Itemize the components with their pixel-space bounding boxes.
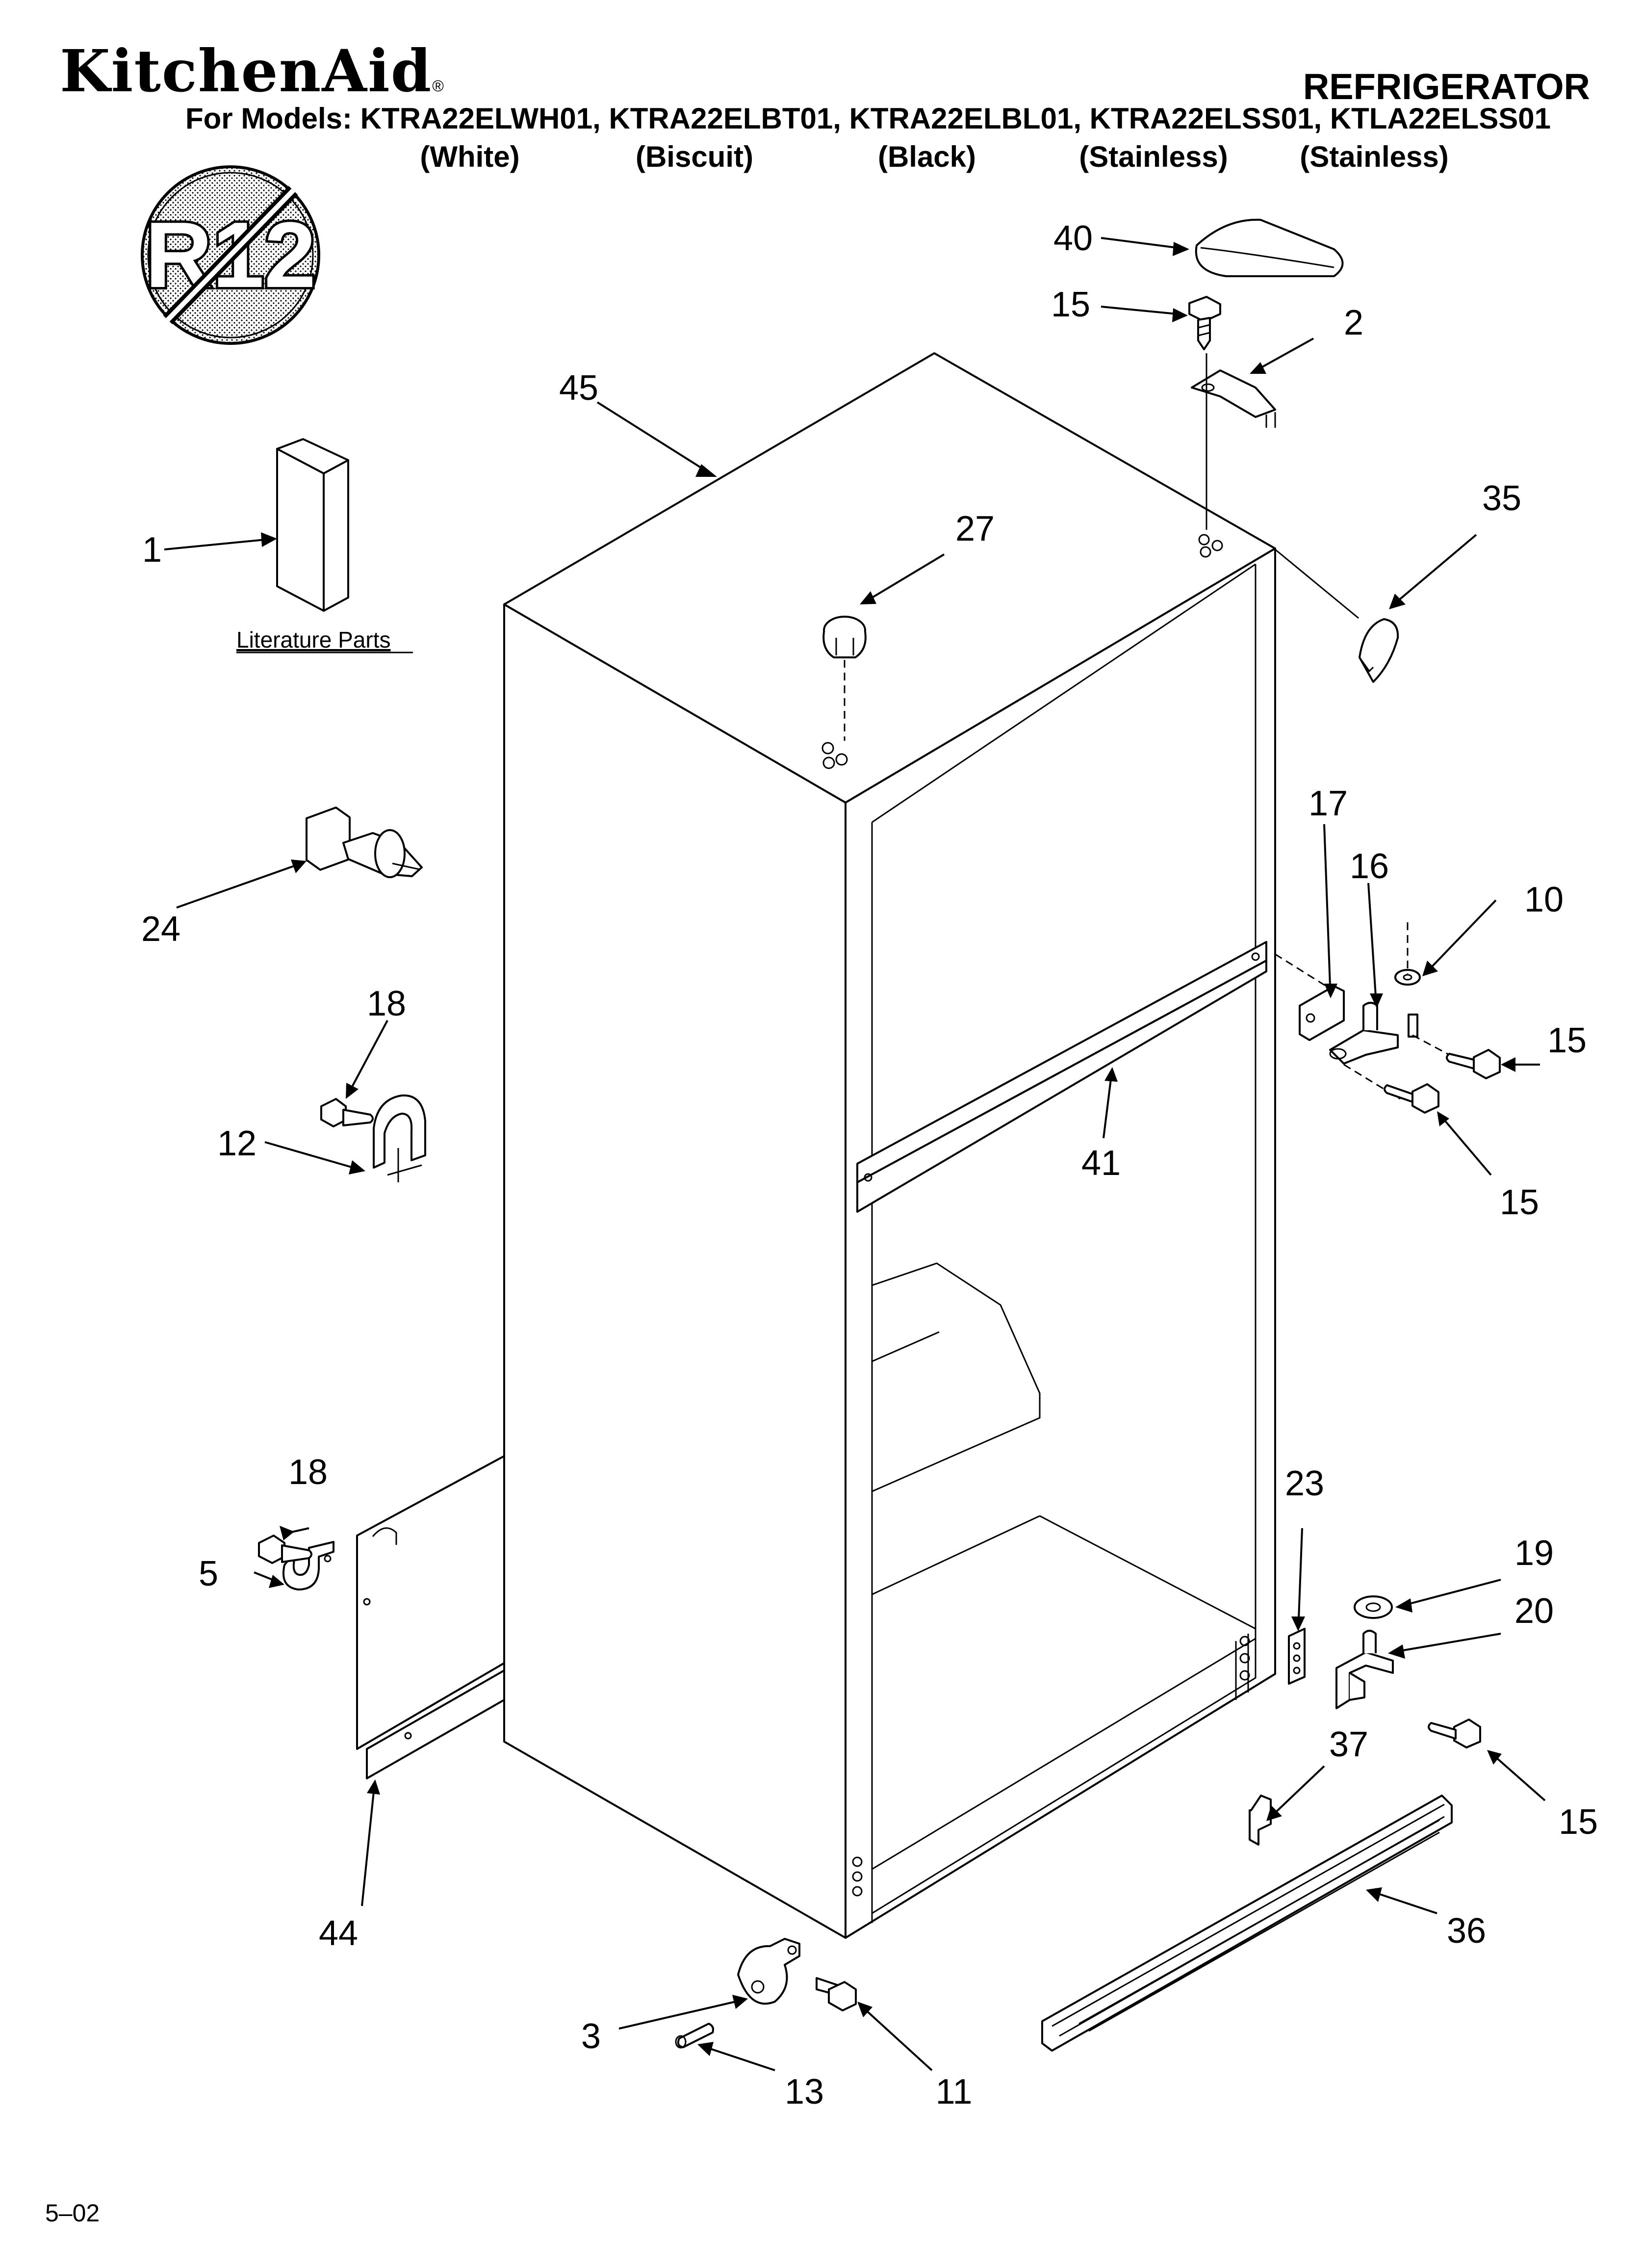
center-hinge	[1329, 1002, 1418, 1065]
divider-rail	[856, 941, 1267, 1213]
hinge-washer	[1394, 969, 1421, 986]
callout-23: 23	[1285, 1464, 1324, 1503]
variant-stainless-2: (Stainless)	[1300, 140, 1449, 173]
hinge-cap-side	[1359, 618, 1399, 683]
callout-17: 17	[1308, 784, 1348, 823]
bottom-hinge-screw	[1428, 1719, 1481, 1748]
roller-pin	[675, 2023, 714, 2049]
callout-12: 12	[217, 1124, 257, 1163]
callout-11: 11	[936, 2072, 973, 2112]
roller-screw	[816, 1977, 857, 2011]
variant-stainless-1: (Stainless)	[1079, 140, 1228, 173]
bottom-hinge-spacer	[1288, 1628, 1306, 1685]
grille-clip	[1249, 1795, 1272, 1846]
badge-text: R12	[145, 203, 316, 307]
variant-black: (Black)	[877, 140, 976, 173]
callout-numbers: 1 2 40 15 45 27 35 24 18 12 17 16 10 15 …	[141, 219, 1598, 2112]
variant-white: (White)	[420, 140, 520, 173]
callout-18-lower: 18	[288, 1453, 328, 1492]
no-r12-badge: R12	[141, 165, 320, 345]
leader-lines	[164, 237, 1546, 2071]
literature-parts-label: Literature Parts	[236, 627, 390, 652]
callout-1: 1	[142, 530, 162, 570]
literature-binder	[276, 438, 349, 612]
callout-40: 40	[1053, 219, 1093, 258]
document-title: REFRIGERATOR	[1303, 66, 1590, 107]
callout-3: 3	[581, 2017, 601, 2056]
models-line: For Models: KTRA22ELWH01, KTRA22ELBT01, …	[185, 102, 1551, 135]
hinge-screw-top	[1188, 296, 1221, 350]
center-hinge-screw-right	[1446, 1049, 1501, 1079]
bottom-hinge	[1335, 1630, 1394, 1709]
callout-24: 24	[141, 910, 180, 949]
refrigerator-cabinet	[503, 352, 1276, 1939]
variant-biscuit: (Biscuit)	[636, 140, 753, 173]
callout-2: 2	[1344, 303, 1363, 342]
clip-screw-upper	[320, 1098, 374, 1127]
callout-13: 13	[785, 2072, 824, 2112]
clip-screw-lower	[258, 1535, 312, 1564]
door-closure-clip	[373, 1094, 426, 1182]
door-stop	[306, 807, 423, 878]
callout-41: 41	[1081, 1144, 1121, 1183]
callout-36: 36	[1447, 1911, 1486, 1951]
callout-10: 10	[1524, 880, 1564, 919]
callout-5: 5	[199, 1554, 218, 1593]
callout-44: 44	[319, 1914, 358, 1953]
center-hinge-bracket	[1299, 985, 1345, 1041]
center-hinge-screw-lower	[1384, 1083, 1439, 1114]
toe-grille	[1041, 1795, 1453, 2052]
footer-code: 5–02	[45, 2199, 100, 2227]
callout-20: 20	[1514, 1591, 1554, 1631]
callout-27: 27	[955, 509, 995, 548]
callout-37: 37	[1329, 1725, 1368, 1764]
side-panel	[356, 1455, 505, 1779]
callout-18-upper: 18	[367, 984, 406, 1023]
top-hinge	[1191, 369, 1276, 428]
callout-35: 35	[1482, 479, 1521, 518]
cabinet-clip-lower	[282, 1541, 334, 1590]
brand-logo: KitchenAid®	[60, 37, 445, 105]
callout-19: 19	[1514, 1534, 1554, 1573]
callout-15-top: 15	[1051, 285, 1090, 324]
callout-15-mid-lower: 15	[1500, 1183, 1539, 1222]
hinge-cover	[1195, 218, 1344, 277]
callout-16: 16	[1350, 847, 1389, 886]
rear-roller	[737, 1938, 800, 2005]
bottom-hinge-washer	[1354, 1595, 1393, 1619]
callout-15-mid-right: 15	[1547, 1021, 1587, 1060]
plug-button	[822, 616, 867, 658]
callout-15-bottom: 15	[1559, 1802, 1598, 1842]
callout-45: 45	[559, 368, 598, 408]
